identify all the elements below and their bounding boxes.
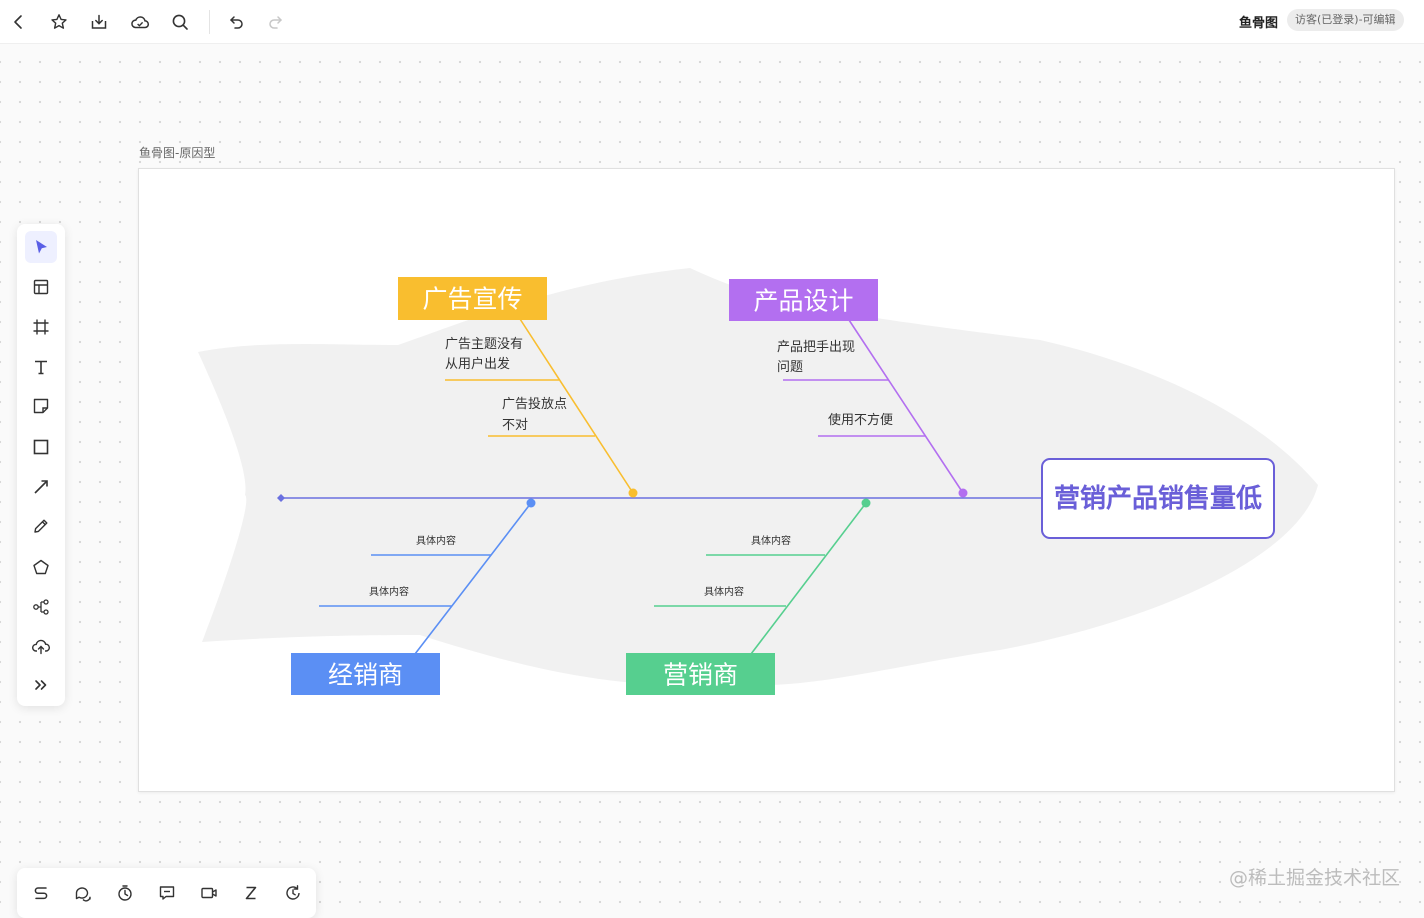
left-toolbar bbox=[17, 224, 65, 706]
ad-bone bbox=[519, 318, 634, 494]
text-icon[interactable] bbox=[25, 351, 57, 383]
document-title[interactable]: 鱼骨图 bbox=[1238, 16, 1278, 31]
marketer-category-label: 营销商 bbox=[663, 661, 738, 690]
star-icon[interactable] bbox=[43, 6, 75, 38]
product-bone bbox=[848, 319, 964, 494]
comment-bubbles-icon[interactable] bbox=[67, 877, 99, 909]
mindmap-icon[interactable] bbox=[25, 591, 57, 623]
pen-icon[interactable] bbox=[25, 510, 57, 542]
template-layout-icon[interactable] bbox=[25, 271, 57, 303]
dealer-joint bbox=[526, 498, 536, 508]
sticky-note-icon[interactable] bbox=[25, 390, 57, 422]
redo-icon[interactable] bbox=[260, 6, 292, 38]
video-icon[interactable] bbox=[193, 877, 225, 909]
product-category-box bbox=[729, 279, 878, 321]
dealer-category-box bbox=[291, 653, 440, 695]
product-cause-text: 产品把手出现 bbox=[777, 340, 855, 355]
marketer-cause-text: 具体内容 bbox=[751, 534, 791, 547]
dealer-cause-text: 具体内容 bbox=[369, 585, 409, 598]
rectangle-icon[interactable] bbox=[25, 431, 57, 463]
ad-cause-text: 不对 bbox=[502, 418, 528, 433]
frame-label[interactable]: 鱼骨图-原因型 bbox=[139, 146, 216, 160]
spine-tail-diamond bbox=[277, 494, 285, 502]
marketer-bone bbox=[750, 502, 867, 655]
select-pointer-icon[interactable] bbox=[25, 231, 57, 263]
toolbar-divider bbox=[209, 10, 210, 34]
frame-crop-icon[interactable] bbox=[25, 311, 57, 343]
ad-cause-text: 广告投放点 bbox=[502, 396, 567, 412]
dealer-category-label: 经销商 bbox=[328, 661, 403, 690]
ad-category-label: 广告宣传 bbox=[422, 285, 522, 314]
back-icon[interactable] bbox=[3, 6, 35, 38]
fishbone-head-box bbox=[1041, 458, 1275, 539]
watermark: @稀土掘金技术社区 bbox=[1228, 867, 1400, 889]
save-download-icon[interactable] bbox=[83, 6, 115, 38]
connector-icon[interactable] bbox=[25, 877, 57, 909]
marketer-joint bbox=[861, 498, 871, 508]
ad-cause-text: 从用户出发 bbox=[445, 356, 510, 372]
product-category-label: 产品设计 bbox=[753, 287, 853, 316]
marketer-category-box bbox=[626, 653, 775, 695]
status-badge: 访客(已登录)-可编辑 bbox=[1287, 9, 1404, 31]
timer-icon[interactable] bbox=[109, 877, 141, 909]
dealer-bone bbox=[414, 502, 532, 655]
ad-category-box bbox=[398, 277, 547, 320]
marketer-cause-text: 具体内容 bbox=[704, 585, 744, 598]
sleep-z-icon[interactable] bbox=[235, 877, 267, 909]
more-icon[interactable] bbox=[25, 669, 57, 701]
cloud-icon[interactable] bbox=[124, 6, 156, 38]
chat-icon[interactable] bbox=[151, 877, 183, 909]
ad-cause-text: 广告主题没有 bbox=[445, 337, 523, 352]
polygon-icon[interactable] bbox=[25, 551, 57, 583]
dealer-cause-text: 具体内容 bbox=[416, 534, 456, 547]
search-icon[interactable] bbox=[164, 6, 196, 38]
bottom-toolbar bbox=[17, 868, 316, 918]
line-arrow-icon[interactable] bbox=[25, 471, 57, 503]
product-cause-text: 使用不方便 bbox=[828, 412, 893, 428]
fish-silhouette bbox=[198, 268, 1318, 687]
top-bar: 鱼骨图 访客(已登录)-可编辑 bbox=[0, 0, 1424, 44]
upload-icon[interactable] bbox=[25, 630, 57, 662]
fishbone-head-label: 营销产品销售量低 bbox=[1054, 483, 1262, 514]
ad-joint bbox=[628, 488, 638, 498]
history-icon[interactable] bbox=[277, 877, 309, 909]
product-joint bbox=[958, 488, 968, 498]
undo-icon[interactable] bbox=[220, 6, 252, 38]
product-cause-text: 问题 bbox=[777, 360, 803, 375]
